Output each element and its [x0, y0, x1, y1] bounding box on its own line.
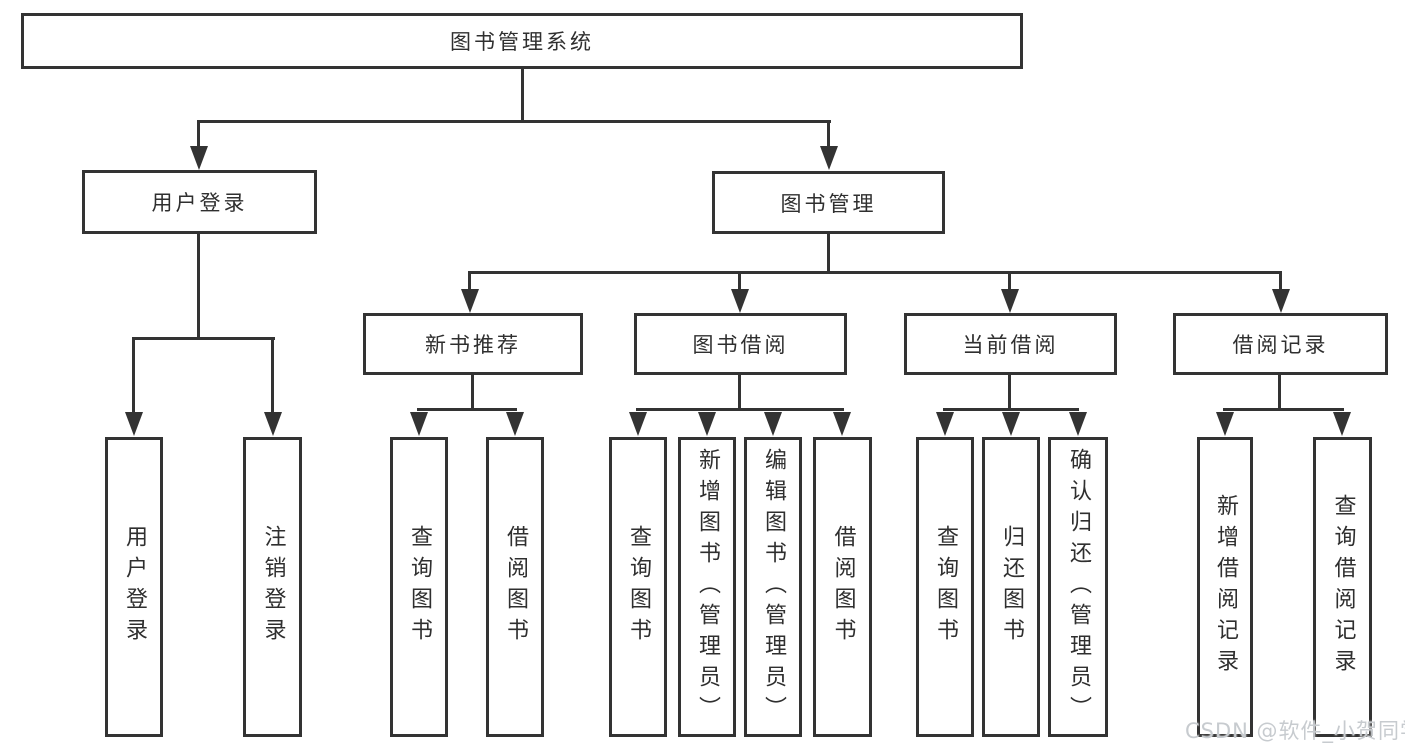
connector-line [1278, 375, 1281, 411]
arrowhead-down-icon [190, 146, 208, 170]
connector-line [738, 375, 741, 411]
connector-line [198, 120, 831, 123]
leaf-br-add-record: 新增借阅记录 [1197, 437, 1253, 737]
connector-line [417, 408, 517, 411]
connector-line [468, 271, 471, 292]
leaf-bb-borrow-book: 借阅图书 [813, 437, 872, 737]
arrowhead-down-icon [820, 146, 838, 170]
arrowhead-down-icon [629, 412, 647, 436]
arrowhead-down-icon [936, 412, 954, 436]
arrowhead-down-icon [506, 412, 524, 436]
connector-line [521, 69, 524, 123]
arrowhead-down-icon [1333, 412, 1351, 436]
connector-line [1223, 408, 1344, 411]
arrowhead-down-icon [698, 412, 716, 436]
connector-line [471, 375, 474, 411]
connector-line [738, 271, 741, 292]
leaf-bb-add-book-admin: 新增图书（管理员） [678, 437, 736, 737]
arrowhead-down-icon [833, 412, 851, 436]
arrowhead-down-icon [731, 289, 749, 313]
leaf-bb-query-book: 查询图书 [609, 437, 667, 737]
leaf-nb-query-book: 查询图书 [390, 437, 448, 737]
arrowhead-down-icon [264, 412, 282, 436]
connector-line [197, 234, 200, 340]
connector-line [636, 408, 844, 411]
leaf-cb-return-book: 归还图书 [982, 437, 1040, 737]
arrowhead-down-icon [410, 412, 428, 436]
arrowhead-down-icon [125, 412, 143, 436]
connector-line [1008, 271, 1011, 292]
arrowhead-down-icon [1002, 412, 1020, 436]
leaf-cb-query-book: 查询图书 [916, 437, 974, 737]
leaf-br-query-record: 查询借阅记录 [1313, 437, 1372, 737]
connector-line [1279, 271, 1282, 292]
node-user-login: 用户登录 [82, 170, 317, 234]
arrowhead-down-icon [1069, 412, 1087, 436]
leaf-bb-edit-book-admin: 编辑图书（管理员） [744, 437, 802, 737]
connector-line [132, 337, 275, 340]
node-root: 图书管理系统 [21, 13, 1023, 69]
leaf-nb-borrow-book: 借阅图书 [486, 437, 544, 737]
leaf-user-login: 用户登录 [105, 437, 163, 737]
connector-line [468, 271, 1282, 274]
node-book-borrow: 图书借阅 [634, 313, 847, 375]
arrowhead-down-icon [1272, 289, 1290, 313]
connector-line [132, 337, 135, 415]
connector-line [943, 408, 1079, 411]
connector-line [271, 337, 274, 415]
arrowhead-down-icon [1001, 289, 1019, 313]
connector-line [827, 234, 830, 274]
connector-line [827, 120, 830, 152]
connector-line [1008, 375, 1011, 411]
leaf-logout: 注销登录 [243, 437, 302, 737]
connector-line [197, 120, 200, 152]
arrowhead-down-icon [764, 412, 782, 436]
arrowhead-down-icon [461, 289, 479, 313]
arrowhead-down-icon [1216, 412, 1234, 436]
leaf-cb-confirm-return-admin: 确认归还（管理员） [1048, 437, 1108, 737]
node-current-borrow: 当前借阅 [904, 313, 1117, 375]
node-borrow-record: 借阅记录 [1173, 313, 1388, 375]
watermark-text: CSDN @软件_小贺同学 [1185, 719, 1405, 743]
node-new-book-recommend: 新书推荐 [363, 313, 583, 375]
node-book-management: 图书管理 [712, 171, 945, 234]
